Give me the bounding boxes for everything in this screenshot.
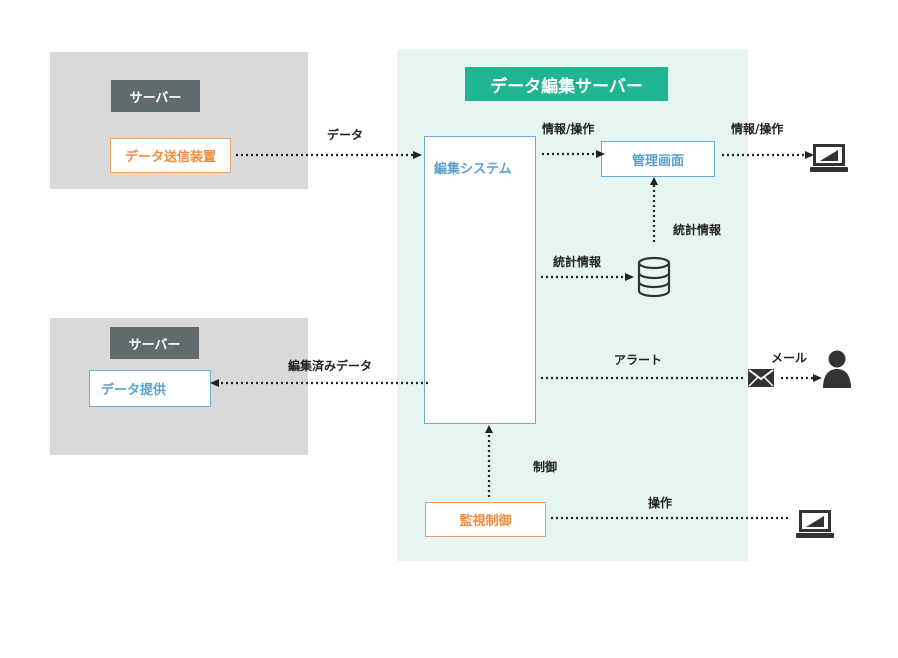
admin-screen-box: 管理画面 — [601, 141, 715, 177]
monitor-control-box: 監視制御 — [425, 502, 546, 537]
laptop-icon — [796, 510, 834, 538]
label-control: 制御 — [533, 460, 558, 474]
server-title-bottom: サーバー — [110, 327, 199, 359]
database-icon — [637, 256, 671, 298]
label-info-op-external: 情報/操作 — [731, 122, 784, 136]
arrowhead-mail — [813, 374, 822, 382]
arrowhead-control — [485, 425, 493, 433]
label-edited-data: 編集済みデータ — [288, 359, 373, 373]
data-provider-box: データ提供 — [89, 370, 211, 407]
label-data: データ — [327, 128, 364, 142]
data-sender-box: データ送信装置 — [110, 138, 231, 173]
arrowhead-data — [413, 151, 422, 159]
person-icon — [823, 350, 851, 388]
server-title-top: サーバー — [111, 80, 200, 112]
main-server-title: データ編集サーバー — [465, 67, 668, 101]
arrowhead-stats-edit-db — [625, 273, 634, 281]
label-mail: メール — [771, 351, 808, 365]
edit-system-label: 編集システム — [434, 162, 512, 177]
arrowhead-edited-data — [210, 379, 219, 387]
label-stats-edit-db: 統計情報 — [553, 255, 602, 269]
arrowhead-info-op-internal — [596, 150, 605, 158]
arrowhead-info-op-external — [805, 151, 814, 159]
label-stats-db-admin: 統計情報 — [673, 223, 722, 237]
arrowhead-stats-db-admin — [650, 177, 658, 185]
label-info-op-internal: 情報/操作 — [542, 122, 595, 136]
edit-system-box: 編集システム — [424, 136, 536, 424]
label-operation: 操作 — [648, 496, 673, 510]
laptop-icon — [810, 144, 848, 172]
label-alert: アラート — [614, 353, 663, 367]
mail-icon — [748, 369, 774, 387]
